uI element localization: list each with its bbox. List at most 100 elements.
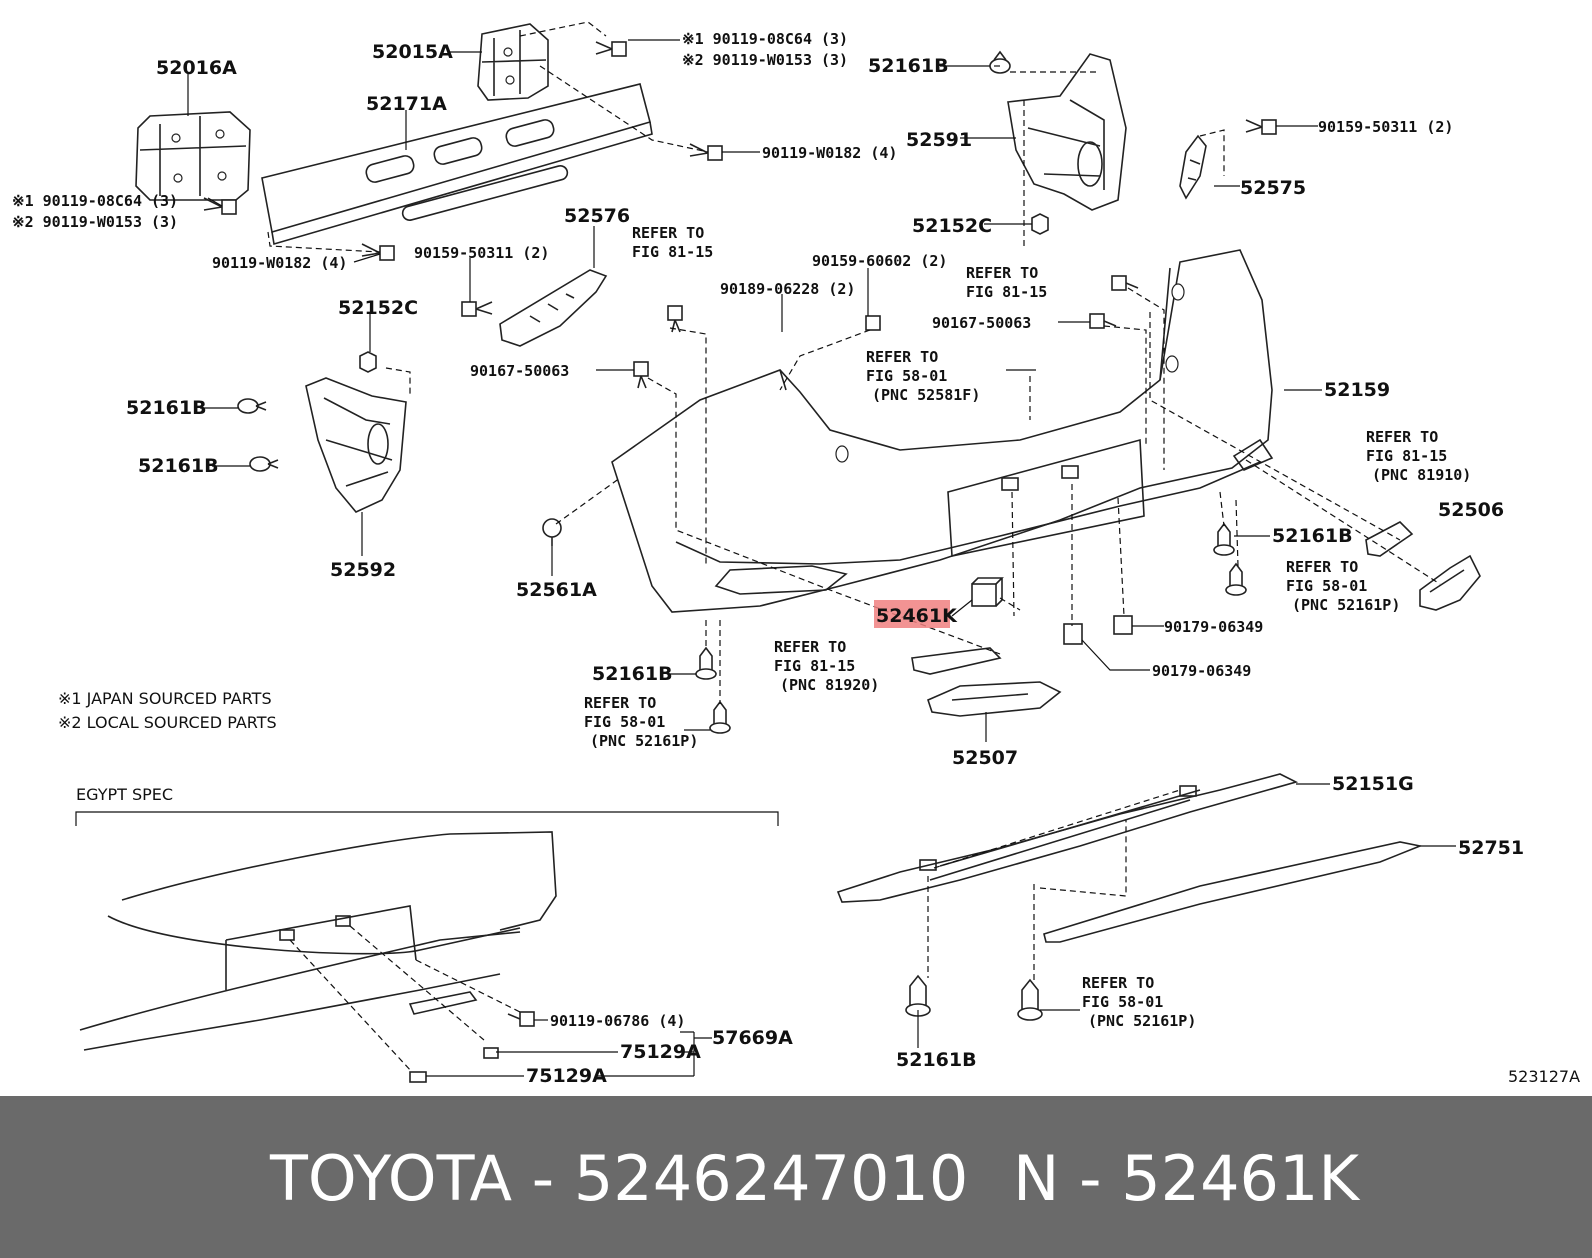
footer-ref-separator: - (1079, 1142, 1102, 1215)
footer-ref-code: N (1013, 1142, 1060, 1215)
svg-text:FIG 58-01: FIG 58-01 (584, 713, 665, 731)
callout-52506[interactable]: 52506 (1438, 499, 1504, 521)
svg-text:REFER TO: REFER TO (1082, 974, 1154, 992)
ref-note-fig-81-15-top[interactable]: REFER TO FIG 81-15 (632, 224, 713, 261)
svg-text:REFER TO: REFER TO (1286, 558, 1358, 576)
egypt-spec-label: EGYPT SPEC (76, 785, 173, 804)
callout-52561a[interactable]: 52561A (516, 579, 597, 601)
callout-75129a-lower[interactable]: 75129A (526, 1065, 607, 1087)
bracket-52575-sketch (1179, 134, 1207, 200)
lamp-bezel-left-sketch (911, 647, 1002, 675)
callout-90119-w0153-top[interactable]: ※2 90119-W0153 (3) (682, 51, 848, 69)
bolt-sketches (203, 41, 1277, 1027)
svg-text:(PNC 81910): (PNC 81910) (1372, 466, 1471, 484)
lower-panel-52151g-sketch (836, 773, 1299, 903)
callout-52592[interactable]: 52592 (330, 559, 396, 581)
egypt-spec-bumper-sketch (79, 831, 557, 1083)
bumper-cover-52159-sketch (611, 249, 1274, 613)
callout-52751[interactable]: 52751 (1458, 837, 1524, 859)
note-local-sourced: ※2 LOCAL SOURCED PARTS (58, 713, 277, 732)
ref-note-fig-58-01-bottom[interactable]: REFER TO FIG 58-01 (PNC 52161P) (1082, 974, 1196, 1030)
callout-90119-08c64-left[interactable]: ※1 90119-08C64 (3) (12, 192, 178, 210)
callout-90167-50063-left[interactable]: 90167-50063 (470, 362, 569, 380)
callout-90167-50063-right[interactable]: 90167-50063 (932, 314, 1031, 332)
callout-90159-50311-right[interactable]: 90159-50311 (2) (1318, 118, 1453, 136)
svg-text:REFER TO: REFER TO (966, 264, 1038, 282)
nut-sketches (1063, 615, 1133, 645)
callout-52161b-left-1[interactable]: 52161B (126, 397, 207, 419)
callout-52461k[interactable]: 52461K (876, 605, 958, 627)
callout-52507[interactable]: 52507 (952, 747, 1018, 769)
reflector-52506-sketch (1419, 554, 1481, 611)
svg-text:(PNC 81920): (PNC 81920) (780, 676, 879, 694)
note-japan-sourced: ※1 JAPAN SOURCED PARTS (58, 689, 272, 708)
callout-52161b-bottom-left[interactable]: 52161B (592, 663, 673, 685)
figure-id: 523127A (1508, 1067, 1580, 1086)
callout-52015a[interactable]: 52015A (372, 41, 453, 63)
callout-52591[interactable]: 52591 (906, 129, 972, 151)
callout-52161b-top-right[interactable]: 52161B (868, 55, 949, 77)
callout-90179-06349-upper[interactable]: 90179-06349 (1164, 618, 1263, 636)
svg-text:FIG 81-15: FIG 81-15 (774, 657, 855, 675)
callout-90159-50311-left[interactable]: 90159-50311 (2) (414, 244, 549, 262)
ref-note-fig-58-01-52581f[interactable]: REFER TO FIG 58-01 (PNC 52581F) (866, 348, 980, 404)
footer-reference-code: N - 52461K (1013, 1142, 1359, 1215)
callout-52152c-right[interactable]: 52152C (912, 215, 992, 237)
callout-52152c-left[interactable]: 52152C (338, 297, 418, 319)
svg-text:REFER TO: REFER TO (584, 694, 656, 712)
bracket-52015a-sketch (477, 23, 549, 101)
egypt-spec-bracket-line (75, 811, 779, 826)
footer-brand: TOYOTA (270, 1142, 513, 1215)
callout-90179-06349-lower[interactable]: 90179-06349 (1152, 662, 1251, 680)
footer-brand-part-number: TOYOTA - 5246247010 (270, 1142, 968, 1215)
callout-52151g[interactable]: 52151G (1332, 773, 1414, 795)
callout-52161b-bottom[interactable]: 52161B (896, 1049, 977, 1071)
lamp-bezel-right-sketch (1365, 521, 1414, 557)
callout-52016a[interactable]: 52016A (156, 57, 237, 79)
callout-52575[interactable]: 52575 (1240, 177, 1306, 199)
ref-note-fig-58-01-left[interactable]: REFER TO FIG 58-01 (PNC 52161P) (584, 694, 698, 750)
callout-52161b-left-2[interactable]: 52161B (138, 455, 219, 477)
svg-text:FIG 81-15: FIG 81-15 (966, 283, 1047, 301)
svg-text:(PNC 52161P): (PNC 52161P) (590, 732, 698, 750)
svg-text:FIG 81-15: FIG 81-15 (1366, 447, 1447, 465)
retainer-52591-sketch (1007, 53, 1127, 211)
retainer-52592-sketch (305, 377, 407, 513)
svg-text:REFER TO: REFER TO (632, 224, 704, 242)
svg-text:REFER TO: REFER TO (866, 348, 938, 366)
callout-52159[interactable]: 52159 (1324, 379, 1390, 401)
ref-note-fig-81-15-upper-right[interactable]: REFER TO FIG 81-15 (966, 264, 1047, 301)
callout-90119-w0182-right[interactable]: 90119-W0182 (4) (762, 144, 897, 162)
ref-note-fig-81-15-81910[interactable]: REFER TO FIG 81-15 (PNC 81910) (1366, 428, 1471, 484)
pad-52461k-sketch (971, 577, 1004, 607)
callout-90159-60602[interactable]: 90159-60602 (2) (812, 252, 947, 270)
ref-note-fig-58-01-right[interactable]: REFER TO FIG 58-01 (PNC 52161P) (1286, 558, 1400, 614)
callout-labels: 52016A 52015A ※1 90119-08C64 (3) ※2 9011… (12, 30, 1524, 1087)
callout-52161b-right-mid[interactable]: 52161B (1272, 525, 1353, 547)
svg-text:FIG 58-01: FIG 58-01 (866, 367, 947, 385)
callout-52171a[interactable]: 52171A (366, 93, 447, 115)
leader-lines (187, 39, 1456, 1077)
exploded-parts-diagram: 52016A 52015A ※1 90119-08C64 (3) ※2 9011… (12, 21, 1580, 1087)
reference-notes: REFER TO FIG 81-15 REFER TO FIG 81-15 RE… (584, 224, 1471, 1030)
trim-strip-52751-sketch (1043, 841, 1423, 943)
callout-52576[interactable]: 52576 (564, 205, 630, 227)
callout-90119-08c64-top[interactable]: ※1 90119-08C64 (3) (682, 30, 848, 48)
svg-text:FIG 58-01: FIG 58-01 (1286, 577, 1367, 595)
ref-note-fig-81-15-81920[interactable]: REFER TO FIG 81-15 (PNC 81920) (774, 638, 879, 694)
callout-90119-w0182-left[interactable]: 90119-W0182 (4) (212, 254, 347, 272)
callout-75129a-upper[interactable]: 75129A (620, 1041, 701, 1063)
svg-text:(PNC 52161P): (PNC 52161P) (1292, 596, 1400, 614)
clip-sketches (237, 50, 1247, 1021)
callout-90119-w0153-left[interactable]: ※2 90119-W0153 (3) (12, 213, 178, 231)
svg-text:FIG 81-15: FIG 81-15 (632, 243, 713, 261)
callout-90189-06228[interactable]: 90189-06228 (2) (720, 280, 855, 298)
footer-part-number: 5246247010 (573, 1142, 969, 1215)
reinforcement-52171a-sketch (261, 83, 653, 246)
callout-90119-06786[interactable]: 90119-06786 (4) (550, 1012, 685, 1030)
svg-text:REFER TO: REFER TO (1366, 428, 1438, 446)
bracket-52016a-sketch (135, 111, 251, 201)
svg-text:(PNC 52161P): (PNC 52161P) (1088, 1012, 1196, 1030)
callout-57669a[interactable]: 57669A (712, 1027, 793, 1049)
